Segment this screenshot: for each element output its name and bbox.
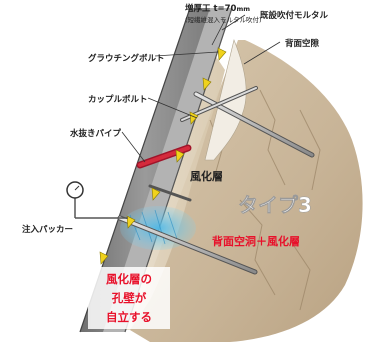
existing-mortar-layer <box>102 8 232 332</box>
note-line-3: 自立する <box>106 310 152 324</box>
injection-packer <box>66 181 128 219</box>
label-thickness-sub: (短繊維混入モルタル吹付) <box>185 15 262 24</box>
thickening-mortar-layer <box>80 8 210 332</box>
label-type-desc: 背面空洞＋風化層 <box>212 234 300 248</box>
rock-mass <box>130 40 363 342</box>
anchor-plates <box>99 47 227 265</box>
drain-pipe <box>136 144 192 169</box>
label-thickness-main: 増厚工 t=70mm <box>185 3 250 14</box>
note-line-2: 孔壁が <box>112 291 147 305</box>
note-box: 風化層の 孔壁が 自立する <box>88 267 170 329</box>
label-drain-pipe: 水抜きパイプ <box>69 128 122 139</box>
bolt-extra <box>148 184 192 202</box>
label-weathered-layer: 風化層 <box>190 169 223 183</box>
grouting-bolt-lower <box>117 215 258 275</box>
label-injection-packer: 注入パッカー <box>22 224 73 235</box>
label-existing-mortar: 既設吹付モルタル <box>260 10 329 21</box>
leader-lines <box>121 14 281 163</box>
label-grouting-bolt: グラウチングボルト <box>88 53 165 64</box>
label-back-cavity: 背面空隙 <box>285 38 320 49</box>
note-line-1: 風化層の <box>106 272 152 286</box>
label-type: タイプ3 <box>238 193 312 217</box>
label-coupling-bolt: カップルボルト <box>88 94 148 105</box>
